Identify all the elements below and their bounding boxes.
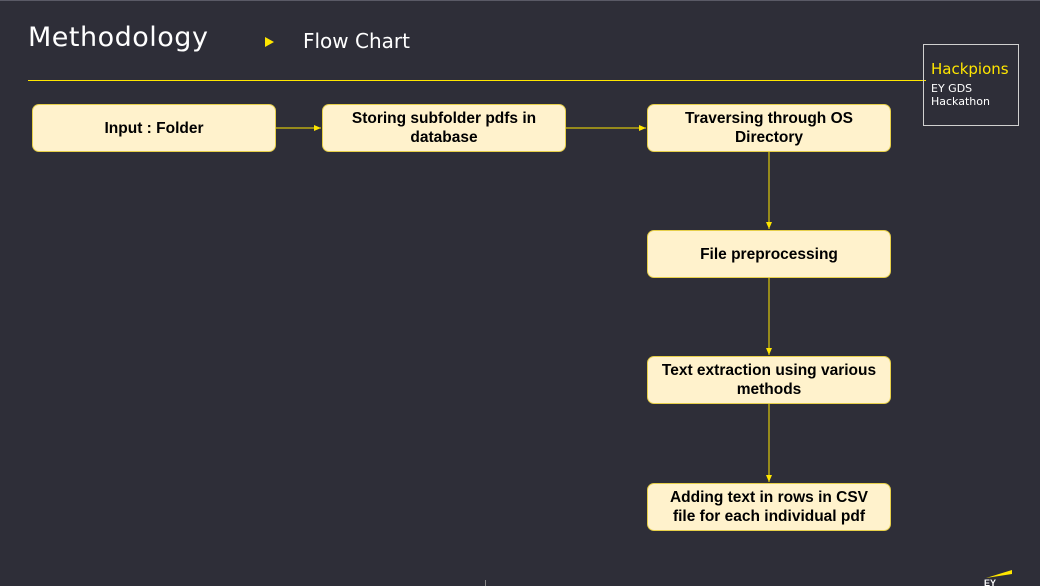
- section-title: Flow Chart: [303, 29, 410, 53]
- flow-node-csv-output: Adding text in rows in CSV file for each…: [647, 483, 891, 531]
- page-marker: [485, 580, 486, 586]
- top-border: [0, 0, 1040, 1]
- page-title: Methodology: [28, 22, 209, 53]
- flow-node-traversing-directory: Traversing through OS Directory: [647, 104, 891, 152]
- triangle-right-icon: [265, 37, 274, 47]
- team-name: Hackpions: [931, 60, 1009, 78]
- flow-node-file-preprocessing: File preprocessing: [647, 230, 891, 278]
- flow-node-text-extraction: Text extraction using various methods: [647, 356, 891, 404]
- event-name: EY GDS Hackathon: [931, 82, 990, 108]
- svg-text:EY: EY: [984, 578, 996, 586]
- ey-logo-icon: EY: [984, 570, 1012, 586]
- team-badge: Hackpions EY GDS Hackathon: [923, 44, 1019, 126]
- flow-node-input-folder: Input : Folder: [32, 104, 276, 152]
- title-divider: [28, 80, 926, 81]
- flow-node-storing-pdfs: Storing subfolder pdfs in database: [322, 104, 566, 152]
